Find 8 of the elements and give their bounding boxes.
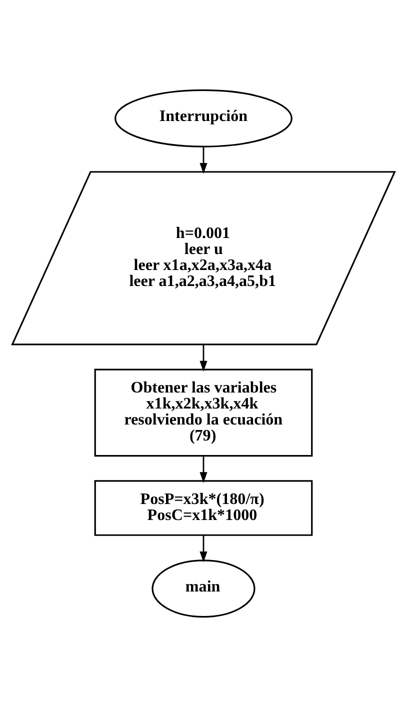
node-ellipse: Interrupción (114, 89, 292, 148)
node-box: Obtener las variables x1k,x2k,x3k,x4k resolviendo la ecuación (79) (94, 368, 313, 457)
arrow (200, 146, 208, 174)
node-ellipse: main (152, 560, 256, 618)
arrow (200, 456, 208, 484)
node-box: PosP=x3k*(180/π) PosC=x1k*1000 (94, 480, 313, 536)
arrow (200, 535, 208, 562)
arrow (200, 344, 208, 372)
